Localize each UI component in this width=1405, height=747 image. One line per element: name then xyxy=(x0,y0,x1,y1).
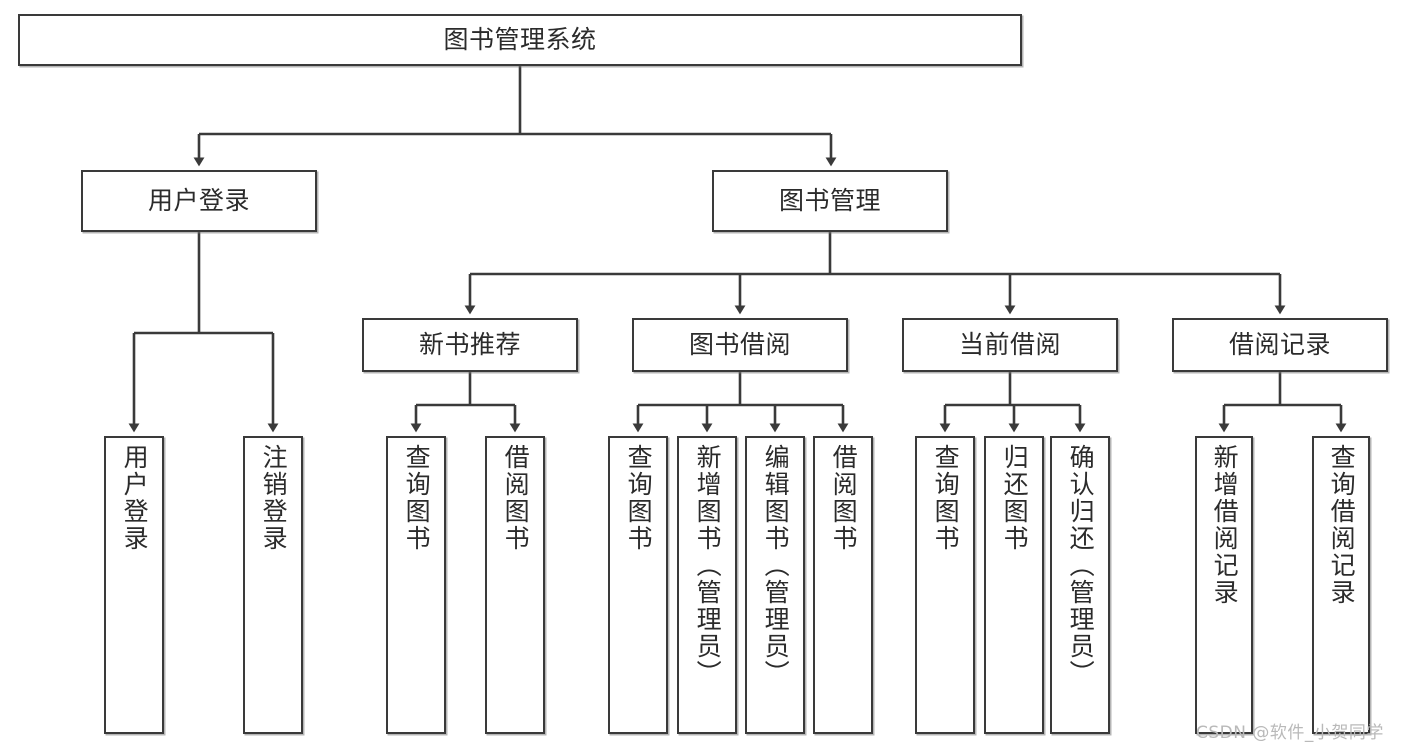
node-leaf-borrow-book-1[interactable]: 借阅图书 xyxy=(485,436,545,734)
node-leaf-borrow-book-2-label: 借阅图书 xyxy=(829,444,859,552)
node-leaf-confirm-return[interactable]: 确认归还（管理员） xyxy=(1050,436,1110,734)
node-current-borrow[interactable]: 当前借阅 xyxy=(902,318,1118,372)
node-book-manage[interactable]: 图书管理 xyxy=(712,170,948,232)
node-current-borrow-label: 当前借阅 xyxy=(958,330,1061,360)
node-leaf-logout-label: 注销登录 xyxy=(259,444,289,552)
node-leaf-return-book[interactable]: 归还图书 xyxy=(984,436,1044,734)
node-leaf-return-book-label: 归还图书 xyxy=(1000,444,1030,552)
node-new-book-recommend[interactable]: 新书推荐 xyxy=(362,318,578,372)
node-leaf-query-book-1-label: 查询图书 xyxy=(402,444,432,552)
node-leaf-query-record-label: 查询借阅记录 xyxy=(1327,444,1357,606)
node-leaf-user-login[interactable]: 用户登录 xyxy=(104,436,164,734)
node-book-borrow[interactable]: 图书借阅 xyxy=(632,318,848,372)
node-leaf-logout[interactable]: 注销登录 xyxy=(243,436,303,734)
node-leaf-add-record[interactable]: 新增借阅记录 xyxy=(1195,436,1253,734)
node-leaf-query-book-2-label: 查询图书 xyxy=(624,444,654,552)
node-new-book-recommend-label: 新书推荐 xyxy=(418,330,521,360)
node-book-borrow-label: 图书借阅 xyxy=(688,330,791,360)
node-book-manage-label: 图书管理 xyxy=(778,186,881,216)
node-root[interactable]: 图书管理系统 xyxy=(18,14,1022,66)
node-leaf-add-record-label: 新增借阅记录 xyxy=(1210,444,1240,606)
node-leaf-add-book[interactable]: 新增图书（管理员） xyxy=(677,436,737,734)
node-leaf-query-book-3[interactable]: 查询图书 xyxy=(915,436,975,734)
node-leaf-add-book-label: 新增图书（管理员） xyxy=(693,444,723,687)
node-leaf-user-login-label: 用户登录 xyxy=(120,444,150,552)
csdn-watermark: CSDN @软件_小贺同学 xyxy=(1196,723,1384,743)
node-leaf-borrow-book-2[interactable]: 借阅图书 xyxy=(813,436,873,734)
node-leaf-query-book-2[interactable]: 查询图书 xyxy=(608,436,668,734)
node-borrow-record-label: 借阅记录 xyxy=(1228,330,1331,360)
node-leaf-query-book-3-label: 查询图书 xyxy=(931,444,961,552)
node-leaf-query-book-1[interactable]: 查询图书 xyxy=(386,436,446,734)
node-leaf-borrow-book-1-label: 借阅图书 xyxy=(501,444,531,552)
node-root-label: 图书管理系统 xyxy=(443,25,597,55)
node-leaf-edit-book[interactable]: 编辑图书（管理员） xyxy=(745,436,805,734)
node-user-login-label: 用户登录 xyxy=(147,186,250,216)
node-leaf-query-record[interactable]: 查询借阅记录 xyxy=(1312,436,1370,734)
node-leaf-confirm-return-label: 确认归还（管理员） xyxy=(1066,444,1096,687)
node-user-login[interactable]: 用户登录 xyxy=(81,170,317,232)
node-borrow-record[interactable]: 借阅记录 xyxy=(1172,318,1388,372)
node-leaf-edit-book-label: 编辑图书（管理员） xyxy=(761,444,791,687)
